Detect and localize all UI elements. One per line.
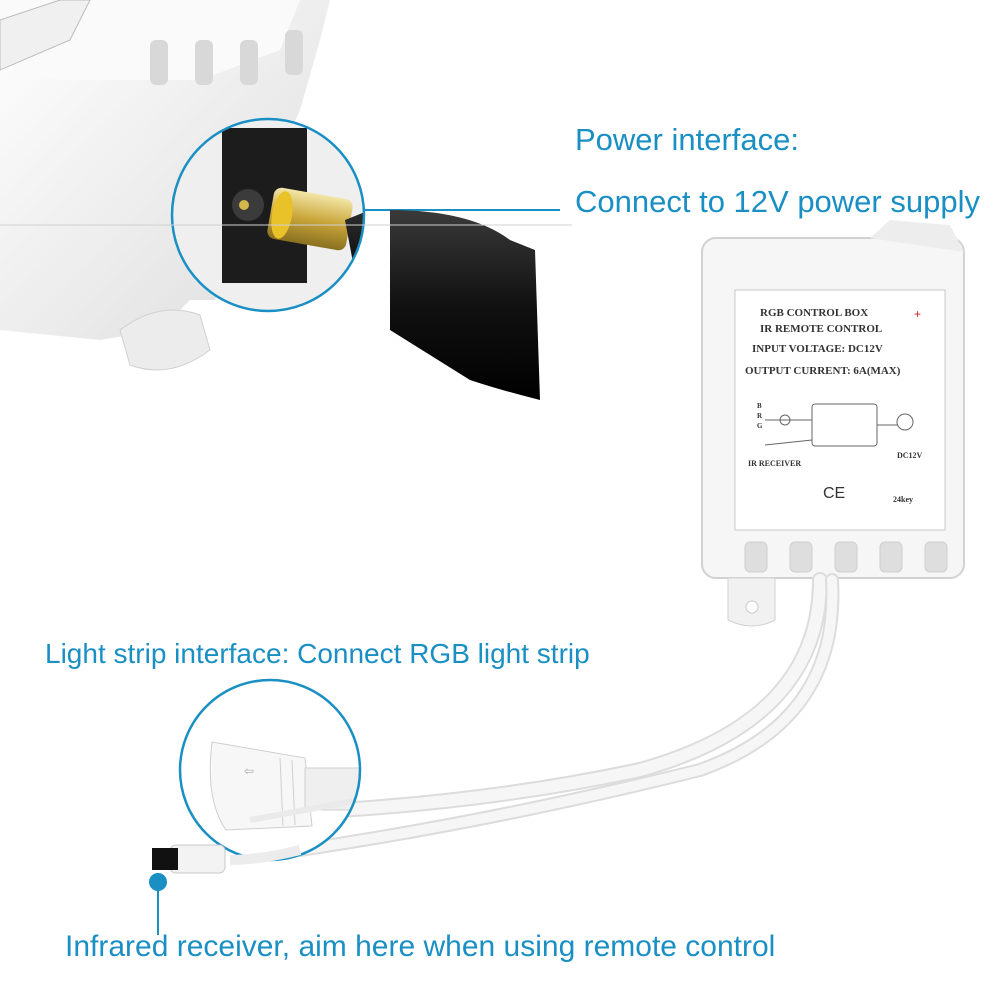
power-plug-cable (390, 210, 540, 400)
svg-text:⇦: ⇦ (244, 764, 254, 778)
label-ir-receiver: IR RECEIVER (748, 459, 801, 468)
label-line-3: INPUT VOLTAGE: DC12V (752, 343, 883, 355)
power-interface-title: Power interface: (575, 122, 799, 157)
vent-grooves (744, 541, 948, 573)
label-dc12v: DC12V (897, 451, 923, 460)
device-label-sticker (734, 289, 946, 531)
ir-receiver-cable (149, 844, 302, 935)
light-strip-connector-zoom: ⇦ (178, 678, 362, 862)
red-cross-icon: + (914, 307, 921, 321)
label-line-1: RGB CONTROL BOX (760, 307, 868, 319)
controller-box-closeup (0, 0, 330, 371)
pin-r: R (757, 412, 763, 420)
pin-g: G (757, 422, 763, 430)
label-line-4: OUTPUT CURRENT: 6A(MAX) (745, 365, 901, 377)
ce-mark: CE (823, 485, 845, 502)
power-interface-description: Connect to 12V power supply (575, 184, 980, 219)
rgb-control-box: RGB CONTROL BOX + IR REMOTE CONTROL INPU… (701, 220, 965, 627)
wiring-diagram (764, 403, 914, 447)
model-text: 24key (893, 495, 913, 504)
ir-indicator-dot (149, 873, 167, 891)
label-line-2: IR REMOTE CONTROL (760, 323, 882, 335)
pin-b: B (757, 402, 762, 410)
ir-receiver-text: Infrared receiver, aim here when using r… (65, 930, 776, 963)
output-cables (293, 572, 840, 857)
light-strip-interface-text: Light strip interface: Connect RGB light… (45, 638, 590, 669)
